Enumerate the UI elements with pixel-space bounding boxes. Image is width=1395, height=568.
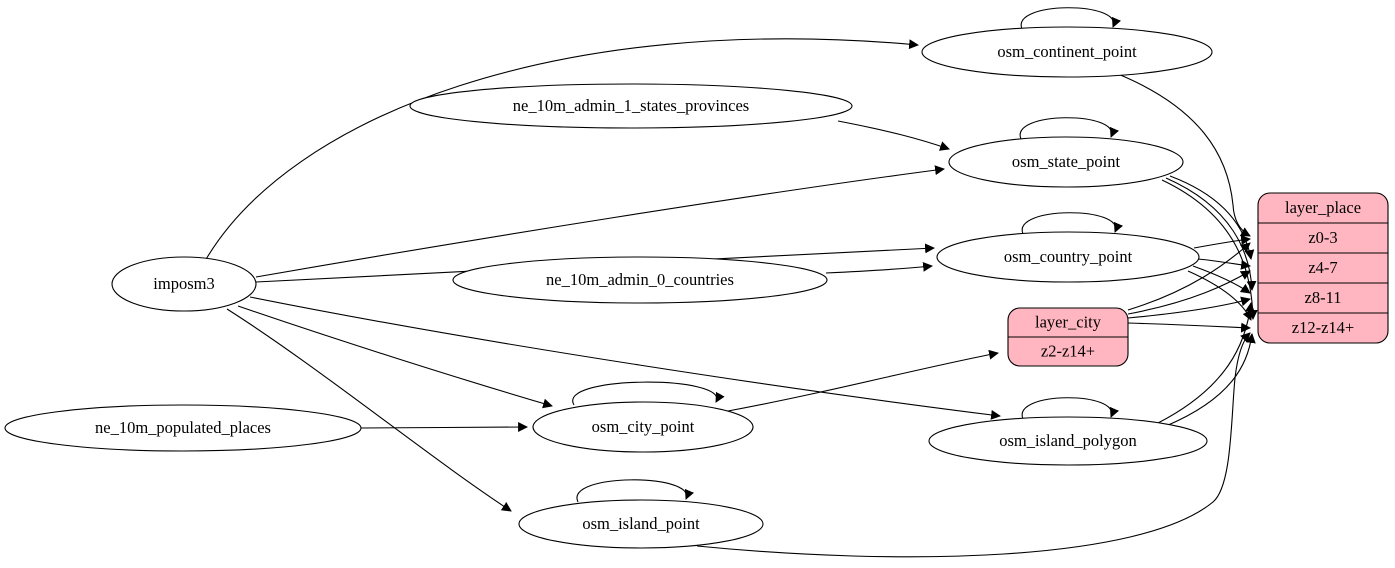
node-shape-osm_island_point <box>518 499 764 549</box>
record-title-layer_place: layer_place <box>1285 198 1361 217</box>
node-label-ne_10m_admin_0_countries: ne_10m_admin_0_countries <box>546 270 734 289</box>
node-shape-ne_10m_admin_1_states_provinces <box>409 83 853 129</box>
node-ne_10m_admin_0_countries: ne_10m_admin_0_countries <box>452 256 828 304</box>
node-label-osm_city_point: osm_city_point <box>592 417 695 436</box>
record-row-layer_place-1: z4-7 <box>1308 258 1337 277</box>
node-shape-osm_island_polygon <box>928 416 1208 466</box>
edge-layer-city-layer-place-z8-11 <box>1127 296 1251 319</box>
node-osm_continent_point: osm_continent_point <box>921 26 1213 78</box>
record-row-layer_city-0: z2-z14+ <box>1041 341 1095 360</box>
node-ne_10m_populated_places: ne_10m_populated_places <box>4 404 362 452</box>
node-shape-ne_10m_populated_places <box>4 404 362 452</box>
edge-osm-country-point-layer-place-z0-3 <box>1193 235 1251 249</box>
edge-ne-10m-admin-1-states-provinces-osm-state-point <box>837 120 950 151</box>
edge-imposm3-osm-island-polygon <box>249 296 1001 420</box>
node-layer_place: layer_place z0-3 z4-7 z8-11 z12-z14+ <box>1257 192 1389 344</box>
edge-osm-island-polygon-layer-place-z12-z14- <box>1165 333 1256 427</box>
node-osm_state_point: osm_state_point <box>948 136 1184 188</box>
edge-osm-city-point-layer-city-z2-z14- <box>727 349 999 412</box>
edge-imposm3-osm-island-point <box>226 308 512 512</box>
edge-osm-country-point-layer-place-z8-11 <box>1192 265 1251 294</box>
edge-ne-10m-admin-0-countries-osm-country-point <box>825 261 933 274</box>
edge-layer-city-layer-place-z4-7 <box>1127 270 1251 315</box>
node-label-ne_10m_populated_places: ne_10m_populated_places <box>95 418 271 437</box>
node-layer_city: layer_city z2-z14+ <box>1007 307 1129 367</box>
node-osm_country_point: osm_country_point <box>936 231 1200 283</box>
node-shape-ne_10m_admin_0_countries <box>452 256 828 304</box>
node-osm_island_polygon: osm_island_polygon <box>928 416 1208 466</box>
edge-osm-island-point-layer-place-z12-z14- <box>696 332 1251 558</box>
node-label-ne_10m_admin_1_states_provinces: ne_10m_admin_1_states_provinces <box>513 96 749 115</box>
record-row-layer_place-0: z0-3 <box>1308 228 1337 247</box>
edge-osm-continent-point-layer-place-z0-3 <box>1117 73 1251 237</box>
edge-imposm3-osm-city-point <box>237 305 553 409</box>
node-label-osm_country_point: osm_country_point <box>1004 247 1133 266</box>
node-label-osm_island_point: osm_island_point <box>582 514 700 533</box>
record-row-layer_place-2: z8-11 <box>1305 288 1342 307</box>
edge-layer-city-layer-place-z0-3 <box>1127 242 1251 311</box>
edge-imposm3-osm-state-point <box>255 165 945 278</box>
node-shape-imposm3 <box>111 256 257 312</box>
node-osm_city_point: osm_city_point <box>532 401 754 453</box>
node-label-osm_continent_point: osm_continent_point <box>997 42 1137 61</box>
node-shape-osm_state_point <box>948 136 1184 188</box>
node-shape-osm_city_point <box>532 401 754 453</box>
node-label-osm_island_polygon: osm_island_polygon <box>999 431 1137 450</box>
node-shape-osm_country_point <box>936 231 1200 283</box>
node-imposm3: imposm3 <box>111 256 257 312</box>
edge-imposm3-osm-continent-point <box>204 38 919 262</box>
self-loop-edge-osm-continent-point-osm-continent-point <box>1020 7 1122 30</box>
self-loop-edge-osm-island-polygon-osm-island-polygon <box>1021 397 1120 420</box>
self-loop-edge-osm-island-point-osm-island-point <box>576 479 695 503</box>
node-osm_island_point: osm_island_point <box>518 499 764 549</box>
self-loop-edge-osm-country-point-osm-country-point <box>1021 212 1124 235</box>
record-row-layer_place-3: z12-z14+ <box>1292 318 1354 337</box>
edge-layer-city-layer-place-z12-z14- <box>1127 322 1251 333</box>
node-label-osm_state_point: osm_state_point <box>1012 152 1121 171</box>
self-loop-edge-osm-city-point-osm-city-point <box>572 381 725 406</box>
edge-osm-island-polygon-layer-place-z8-11 <box>1157 302 1255 424</box>
self-loop-edge-osm-state-point-osm-state-point <box>1019 117 1120 140</box>
node-ne_10m_admin_1_states_provinces: ne_10m_admin_1_states_provinces <box>409 83 853 129</box>
node-label-imposm3: imposm3 <box>153 274 214 293</box>
edge-osm-state-point-layer-place-z12-z14- <box>1161 179 1258 320</box>
edge-osm-country-point-layer-place-z12-z14- <box>1187 270 1252 321</box>
record-shape-layer_place <box>1257 192 1389 344</box>
edge-ne-10m-populated-places-osm-city-point <box>360 422 528 432</box>
record-title-layer_city: layer_city <box>1035 312 1102 331</box>
node-shape-osm_continent_point <box>921 26 1213 78</box>
